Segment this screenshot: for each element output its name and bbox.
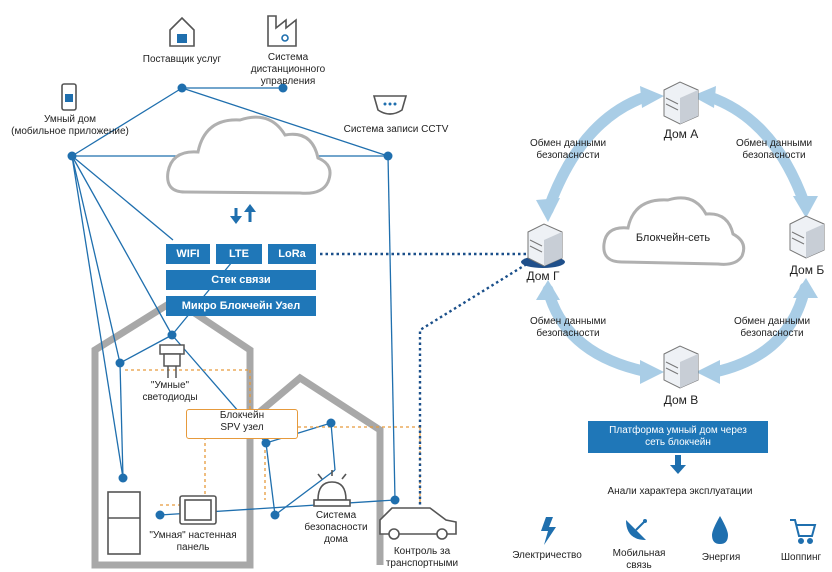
label-exchange-br: Обмен данными безопасности (733, 316, 811, 339)
cloud-icon (166, 115, 332, 195)
comm-stack-label: Стек связи (166, 270, 316, 290)
label-security-system: Система безопасности дома (304, 510, 368, 545)
server-house-b-icon (789, 215, 825, 259)
led-bulb-icon (159, 344, 185, 378)
label-mobile-app: Умный дом (мобильное приложение) (11, 114, 129, 137)
lte-label: LTE (216, 244, 262, 264)
label-exchange-tr: Обмен данными безопасности (735, 138, 813, 161)
spv-node-box: Блокчейн SPV узел (186, 409, 298, 439)
blockchain-links (320, 252, 531, 510)
exchange-arrowheads (536, 86, 818, 384)
factory-icon (267, 15, 297, 47)
updown-arrows-icon (230, 204, 256, 224)
wall-panel-icon (179, 495, 217, 525)
smartphone-icon (61, 83, 77, 111)
fridge-icon (107, 491, 141, 555)
label-vehicle-control: Контроль за транспортными (385, 546, 459, 569)
label-wall-panel: "Умная" настенная панель (149, 530, 237, 553)
drop-icon (712, 516, 728, 544)
label-mobile-comm: Мобильная связь (612, 548, 666, 570)
cctv-camera-icon (372, 95, 408, 115)
wifi-label: WIFI (166, 244, 210, 264)
arrow-down-icon (670, 455, 686, 474)
label-house-v: Дом В (663, 393, 699, 407)
label-remote-control: Система дистанционного управления (250, 52, 326, 87)
lightning-icon (541, 517, 556, 545)
exchange-ring (542, 91, 811, 378)
lora-label: LoRa (268, 244, 316, 264)
label-electricity: Электричество (512, 550, 582, 561)
house-outline-small (246, 373, 384, 565)
server-house-g-icon (521, 223, 565, 268)
car-icon (379, 507, 457, 540)
label-blockchain-net: Блокчейн-сеть (635, 232, 711, 244)
label-house-g: Дом Г (526, 269, 560, 283)
label-analysis: Анали характера эксплуатации (607, 486, 753, 497)
network-nodes (67, 83, 400, 520)
shopping-cart-icon (790, 519, 817, 544)
label-house-b: Дом Б (789, 263, 825, 277)
home-provider-icon (169, 16, 195, 47)
satellite-dish-icon (626, 519, 647, 540)
house-outline-large (91, 295, 254, 569)
label-cctv: Система записи CCTV (343, 124, 449, 135)
label-shopping: Шоппинг (780, 552, 822, 563)
blockchain-cloud-icon (602, 196, 746, 266)
label-provider: Поставщик услуг (142, 54, 222, 65)
label-exchange-tl: Обмен данными безопасности (529, 138, 607, 161)
server-house-v-icon (663, 345, 699, 389)
micro-node-label: Микро Блокчейн Узел (166, 296, 316, 316)
platform-box: Платформа умный дом через сеть блокчейн (588, 421, 768, 453)
label-smart-leds: "Умные" светодиоды (142, 380, 198, 403)
alarm-siren-icon (313, 470, 351, 507)
server-house-a-icon (663, 81, 699, 125)
label-house-a: Дом А (663, 127, 699, 141)
label-energy: Энергия (701, 552, 741, 563)
label-exchange-bl: Обмен данными безопасности (529, 316, 607, 339)
